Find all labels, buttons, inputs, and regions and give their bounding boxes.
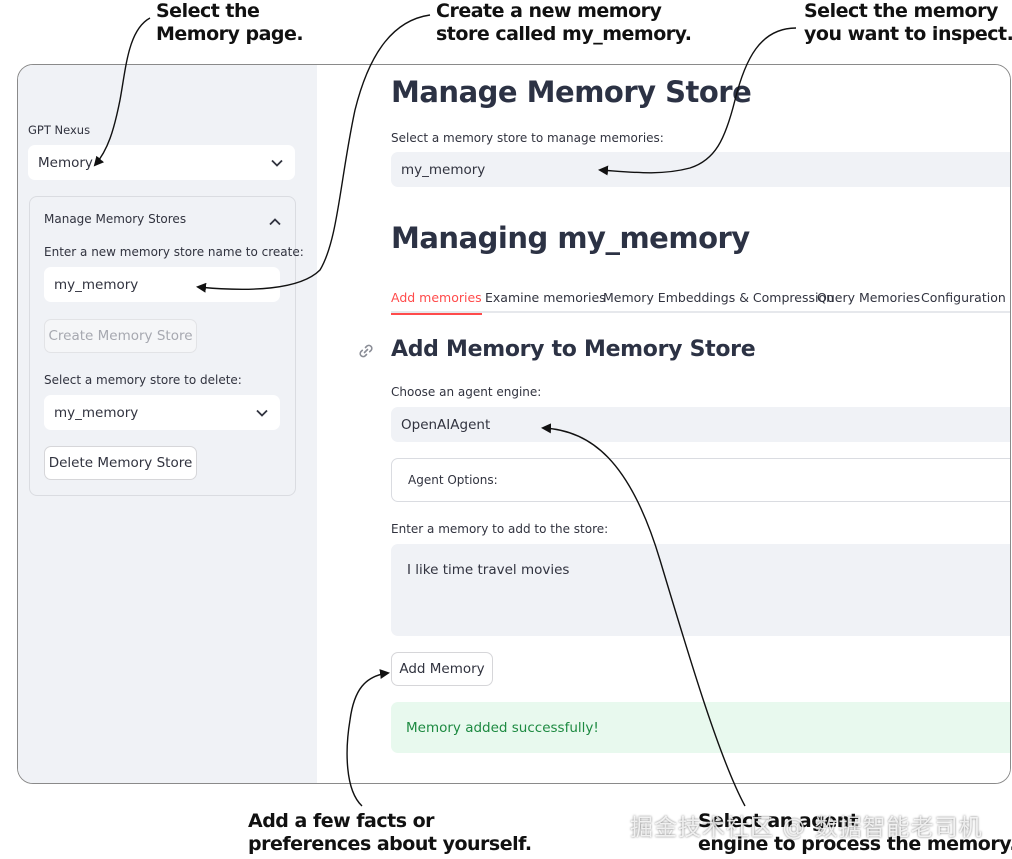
tab-examine-memories[interactable]: Examine memories bbox=[485, 289, 606, 305]
success-alert: Memory added successfully! bbox=[391, 702, 1010, 753]
callout-line: you want to inspect. bbox=[804, 23, 1012, 45]
sidebar: GPT Nexus Memory Manage Memory Stores En… bbox=[18, 65, 317, 783]
tab-embeddings-compression[interactable]: Memory Embeddings & Compression bbox=[603, 289, 835, 305]
create-store-label: Enter a new memory store name to create: bbox=[44, 245, 304, 259]
callout-line: Select an agent bbox=[698, 810, 859, 832]
watermark: 掘金技术社区 @ 数据智能老司机 bbox=[630, 815, 983, 841]
agent-options-label: Agent Options: bbox=[408, 473, 498, 487]
link-icon[interactable] bbox=[357, 342, 375, 365]
chevron-down-icon bbox=[271, 155, 283, 171]
engine-label: Choose an agent engine: bbox=[391, 385, 542, 399]
create-store-button[interactable]: Create Memory Store bbox=[44, 319, 197, 353]
main-content: Manage Memory Store Select a memory stor… bbox=[317, 65, 1010, 783]
expander-title[interactable]: Manage Memory Stores bbox=[44, 212, 187, 226]
delete-store-select-value: my_memory bbox=[54, 404, 139, 421]
callout-line: store called my_memory. bbox=[436, 23, 692, 45]
callout-create-store: Create a new memory store called my_memo… bbox=[436, 0, 692, 46]
page-select[interactable]: Memory bbox=[28, 145, 295, 180]
tab-add-memories[interactable]: Add memories bbox=[391, 281, 482, 315]
callout-engine: Select an agent engine to process the me… bbox=[698, 810, 1012, 856]
chevron-up-icon[interactable] bbox=[269, 213, 281, 231]
delete-store-label: Select a memory store to delete: bbox=[44, 373, 242, 387]
callout-line: Create a new memory bbox=[436, 0, 662, 22]
success-message: Memory added successfully! bbox=[406, 719, 599, 736]
callout-line: engine to process the memory. bbox=[698, 833, 1012, 855]
chevron-down-icon bbox=[256, 405, 268, 421]
callout-select-store: Select the memory you want to inspect. bbox=[804, 0, 1012, 46]
add-memory-button[interactable]: Add Memory bbox=[391, 652, 493, 686]
create-store-input-value: my_memory bbox=[54, 276, 139, 293]
tab-query-memories[interactable]: Query Memories bbox=[817, 289, 921, 305]
engine-select-value: OpenAIAgent bbox=[401, 416, 491, 433]
callout-add-facts: Add a few facts or preferences about you… bbox=[248, 810, 532, 856]
tab-bar: Add memories Examine memories Memory Emb… bbox=[391, 281, 1010, 315]
callout-line: Select the bbox=[156, 0, 260, 22]
callout-line: Memory page. bbox=[156, 23, 304, 45]
app-label: GPT Nexus bbox=[28, 123, 91, 137]
callout-line: Add a few facts or bbox=[248, 810, 435, 832]
section-title: Add Memory to Memory Store bbox=[391, 337, 756, 362]
store-select-label: Select a memory store to manage memories… bbox=[391, 131, 664, 145]
memory-input-label: Enter a memory to add to the store: bbox=[391, 522, 609, 536]
callout-line: preferences about yourself. bbox=[248, 833, 532, 855]
memory-textarea-value: I like time travel movies bbox=[407, 562, 570, 578]
callout-line: Select the memory bbox=[804, 0, 998, 22]
store-select[interactable]: my_memory bbox=[391, 152, 1010, 187]
app-window: GPT Nexus Memory Manage Memory Stores En… bbox=[17, 64, 1011, 784]
tab-configuration[interactable]: Configuration bbox=[921, 289, 1006, 305]
create-store-input[interactable]: my_memory bbox=[44, 267, 280, 302]
manage-stores-expander: Manage Memory Stores Enter a new memory … bbox=[29, 196, 304, 496]
agent-options-expander[interactable]: Agent Options: bbox=[391, 458, 1010, 502]
delete-store-button[interactable]: Delete Memory Store bbox=[44, 446, 197, 480]
page-title: Manage Memory Store bbox=[391, 75, 752, 109]
managing-title: Managing my_memory bbox=[391, 221, 750, 255]
page-select-value: Memory bbox=[38, 154, 93, 171]
callout-memory-page: Select the Memory page. bbox=[156, 0, 304, 46]
store-select-value: my_memory bbox=[401, 161, 486, 178]
delete-store-select[interactable]: my_memory bbox=[44, 395, 280, 430]
memory-textarea[interactable]: I like time travel movies bbox=[391, 544, 1010, 636]
engine-select[interactable]: OpenAIAgent bbox=[391, 407, 1010, 442]
